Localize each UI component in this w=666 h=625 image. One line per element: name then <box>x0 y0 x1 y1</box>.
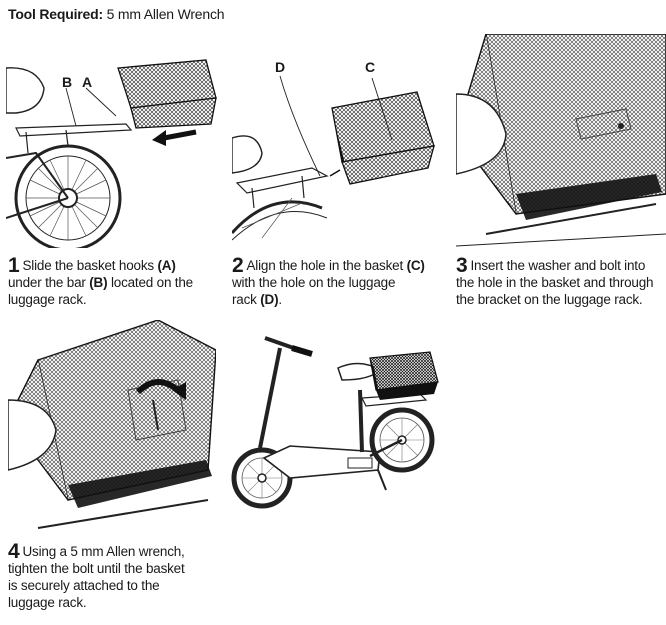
callout-d: D <box>275 59 286 75</box>
step1-illustration <box>6 59 217 248</box>
step-3-line2: the hole in the basket and through <box>456 275 654 290</box>
step-2-number: 2 <box>232 254 244 277</box>
step4-illustration <box>8 320 216 529</box>
step-4-line3: is securely attached to the <box>8 578 160 593</box>
step-2-line3-end: . <box>278 292 282 307</box>
step-1-ref-a: (A) <box>157 258 176 273</box>
step3-illustration <box>456 34 666 247</box>
step-4-line4: luggage rack. <box>8 595 87 610</box>
step-3-number: 3 <box>456 254 468 277</box>
step-1-number: 1 <box>8 254 20 277</box>
tool-required-line: Tool Required: 5 mm Allen Wrench <box>8 6 225 22</box>
step-2-line2: with the hole on the luggage <box>232 275 396 290</box>
step-1-ref-b: (B) <box>89 275 108 290</box>
step2-illustration <box>232 75 435 241</box>
step-4-line2: tighten the bolt until the basket <box>8 561 185 576</box>
step-2-line3: rack <box>232 292 261 307</box>
step-2-ref-d: (D) <box>260 292 279 307</box>
step-3-line1: Insert the washer and bolt into <box>470 258 646 273</box>
step-1-line3: luggage rack. <box>8 292 87 307</box>
callout-b: B <box>62 74 73 90</box>
tool-required-value: 5 mm Allen Wrench <box>106 6 225 22</box>
callout-c: C <box>365 59 376 75</box>
step-3-line3: the bracket on the luggage rack. <box>456 292 643 307</box>
tool-required-label: Tool Required: <box>8 6 103 22</box>
step-2-ref-c: (C) <box>406 258 425 273</box>
step-4-number: 4 <box>8 540 20 563</box>
step-1-line1: Slide the basket hooks <box>22 258 158 273</box>
scooter-illustration <box>231 336 439 509</box>
step-4-line1: Using a 5 mm Allen wrench, <box>22 544 185 559</box>
step-2-line1: Align the hole in the basket <box>246 258 407 273</box>
step-1-line2b: located on the <box>107 275 193 290</box>
callout-a: A <box>82 74 93 90</box>
step-1-line2: under the bar <box>8 275 90 290</box>
